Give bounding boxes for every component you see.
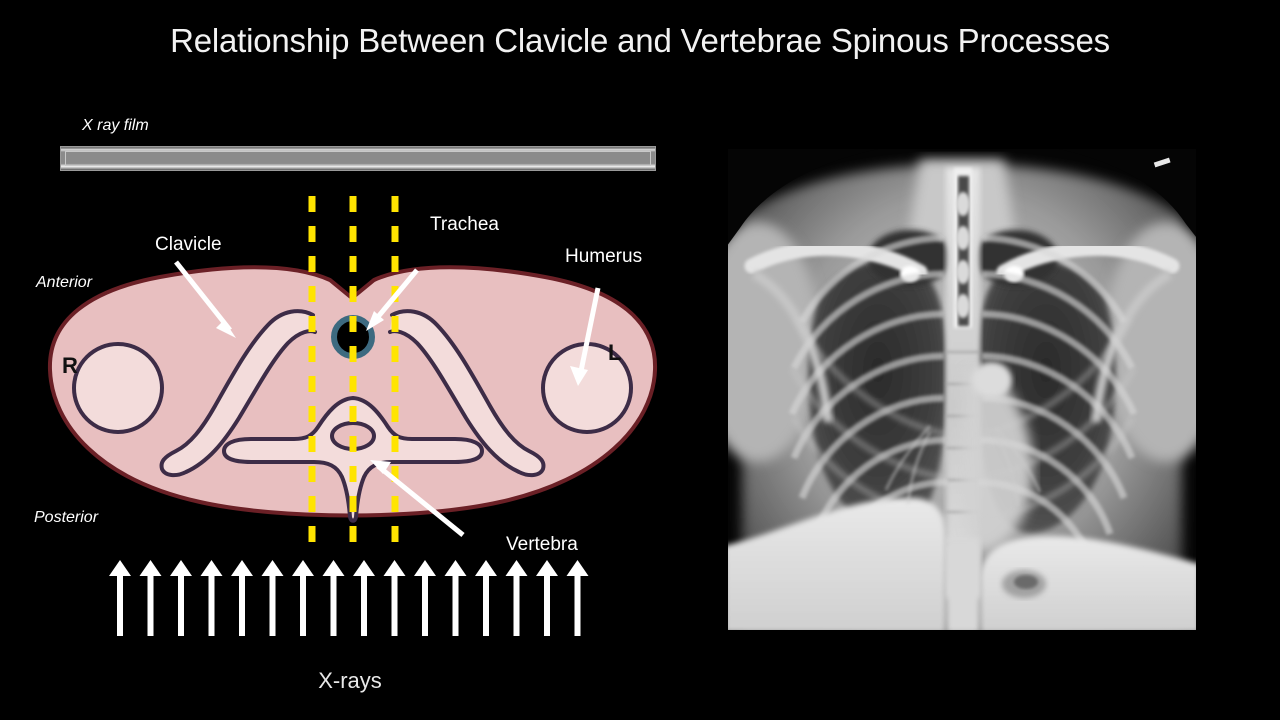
x-ray-beam-arrow — [170, 560, 192, 636]
clavicle-pointer-arrow — [174, 260, 232, 332]
clavicle-pointer-arrowhead — [216, 320, 236, 338]
label-posterior: Posterior — [34, 509, 99, 526]
x-ray-beam-arrow — [109, 560, 131, 636]
humerus-pointer-arrow — [577, 287, 601, 377]
label-vertebra: Vertebra — [506, 534, 578, 555]
thorax-cross-section-diagram — [47, 196, 658, 544]
humerus-pointer-arrowhead — [570, 366, 588, 386]
x-ray-beam-arrows — [109, 560, 589, 636]
x-ray-beam-arrow — [383, 560, 406, 636]
x-ray-beam-arrow — [444, 560, 467, 636]
x-ray-beam-arrow — [414, 560, 436, 636]
page-title: Relationship Between Clavicle and Verteb… — [170, 22, 1110, 59]
chest-xray-render — [728, 149, 1196, 630]
x-ray-film-bar — [60, 146, 656, 171]
clavicle-right-shape — [159, 309, 317, 478]
humerus-right-shape — [72, 342, 164, 434]
x-ray-film-label: X ray film — [82, 117, 149, 134]
vertebra-pointer-arrowhead — [370, 460, 391, 474]
x-ray-beam-arrow — [505, 560, 528, 636]
x-rays-label: X-rays — [318, 668, 382, 693]
x-ray-beam-arrow — [536, 560, 558, 636]
x-ray-beam-arrow — [322, 560, 345, 636]
label-humerus: Humerus — [565, 246, 643, 267]
trachea-pointer-arrowhead — [366, 311, 384, 331]
vertebra-pointer-arrow — [376, 464, 465, 537]
label-clavicle: Clavicle — [155, 234, 222, 255]
x-ray-beam-arrow — [231, 560, 253, 636]
x-ray-beam-arrow — [353, 560, 375, 636]
x-ray-beam-arrow — [475, 560, 497, 636]
vertebra-shape — [222, 396, 484, 523]
x-ray-beam-arrow — [261, 560, 284, 636]
x-ray-beam-arrow — [292, 560, 314, 636]
x-ray-beam-arrow — [200, 560, 223, 636]
x-ray-beam-arrow — [566, 560, 589, 636]
label-trachea: Trachea — [430, 214, 499, 235]
label-anterior: Anterior — [36, 274, 93, 291]
trachea-pointer-arrow — [370, 268, 419, 326]
marker-right-side: R — [62, 353, 78, 378]
chest-xray-image — [724, 146, 1200, 633]
marker-left-side: L — [608, 340, 622, 365]
x-ray-beam-arrow — [139, 560, 162, 636]
clavicle-left-shape — [388, 309, 546, 478]
